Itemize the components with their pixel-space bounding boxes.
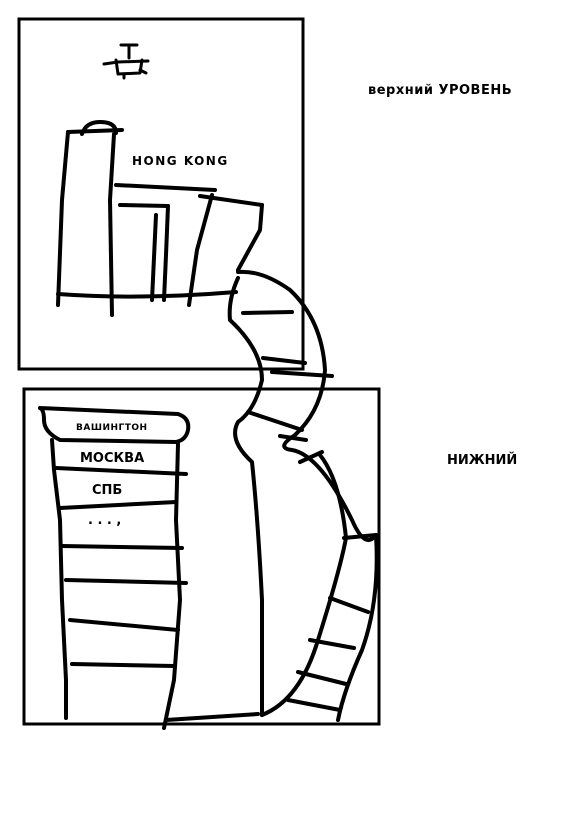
hong-kong-label: HONG KONG [132, 154, 229, 168]
lower-level-label: НИЖНИЙ [447, 452, 517, 468]
city-label-spb: СПБ [92, 483, 122, 498]
upper-tower [58, 122, 262, 315]
city-label-more: . . . , [88, 513, 121, 528]
faucet-icon [104, 45, 148, 78]
city-label-moscow: МОСКВА [80, 451, 144, 466]
upper-level-label: верхний УРОВЕНЬ [368, 83, 512, 98]
spiral-ramp [166, 272, 377, 720]
city-label-washington: ВАШИНГТОН [76, 423, 148, 433]
